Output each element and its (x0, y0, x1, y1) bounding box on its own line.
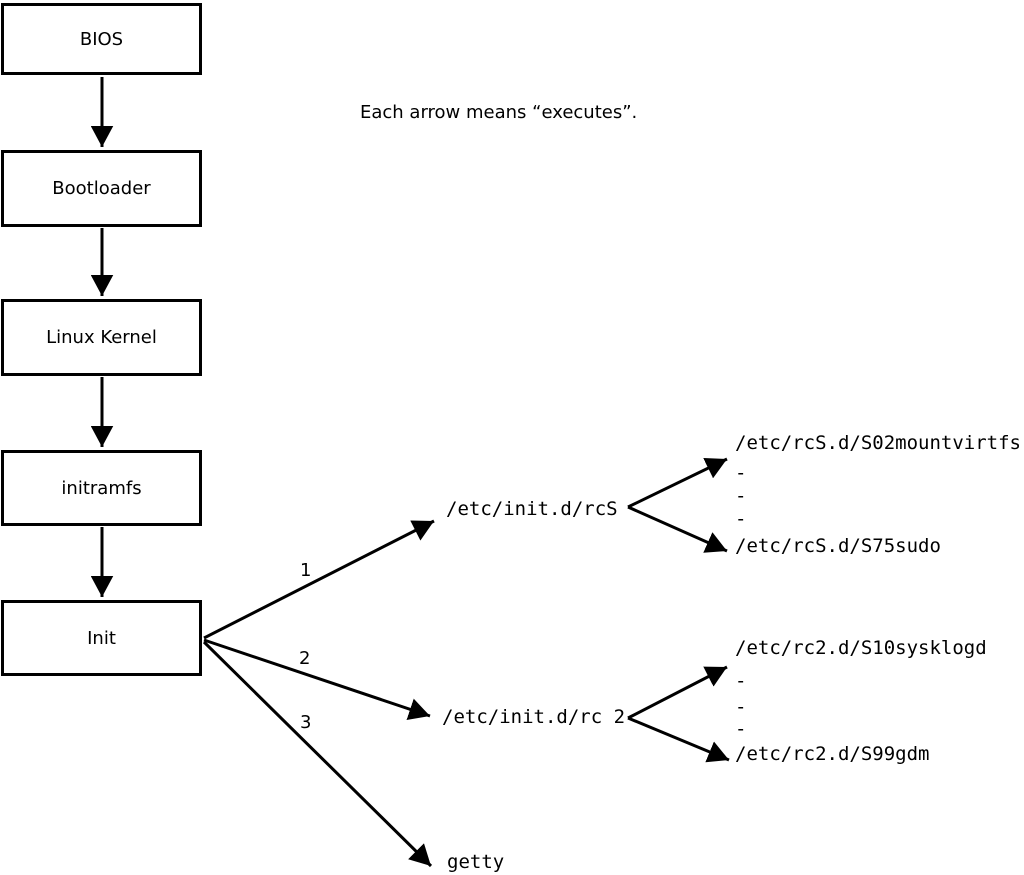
box-init: Init (1, 600, 202, 676)
rc2-child-s10sysklogd: /etc/rc2.d/S10sysklogd (735, 637, 987, 659)
box-bios-label: BIOS (79, 28, 124, 50)
note-text: Each arrow means “executes”. (360, 102, 638, 123)
target-getty-label: getty (447, 851, 505, 873)
arrow-number-2: 2 (299, 648, 311, 669)
box-init-label: Init (87, 627, 116, 649)
box-linux-kernel: Linux Kernel (1, 299, 202, 376)
rc2-child-ellipsis-dash: - (735, 696, 747, 718)
rcs-child-s75sudo: /etc/rcS.d/S75sudo (735, 535, 941, 557)
arrow-number-1: 1 (300, 560, 312, 581)
rcs-child-ellipsis-dash: - (735, 485, 747, 507)
box-bootloader: Bootloader (1, 150, 202, 227)
box-bios: BIOS (1, 3, 202, 75)
rcs-child-ellipsis-dash: - (735, 508, 747, 530)
target-rc2-label: /etc/init.d/rc 2 (442, 706, 626, 728)
arrow-init-to-getty (202, 640, 433, 868)
rc2-child-ellipsis-dash: - (735, 718, 747, 740)
arrow-rcs-to-s75sudo (627, 505, 728, 553)
rcs-child-s02mountvirtfs: /etc/rcS.d/S02mountvirtfs (735, 432, 1021, 454)
box-initramfs: initramfs (1, 450, 202, 526)
arrow-number-3: 3 (300, 712, 312, 733)
arrow-rcs-to-s02mountvirtfs (627, 457, 728, 509)
rc2-child-ellipsis-dash: - (735, 670, 747, 692)
box-initramfs-label: initramfs (61, 477, 142, 499)
box-bootloader-label: Bootloader (52, 178, 151, 199)
target-rcs-label: /etc/init.d/rcS (446, 498, 618, 520)
arrow-rc2-to-s10sysklogd (627, 665, 728, 720)
box-linux-kernel-label: Linux Kernel (46, 327, 157, 348)
rc2-child-s99gdm: /etc/rc2.d/S99gdm (735, 743, 930, 765)
arrow-init-to-rc2 (203, 638, 431, 720)
arrow-rc2-to-s99gdm (627, 716, 730, 763)
arrow-init-to-rcs (203, 519, 435, 640)
rcs-child-ellipsis-dash: - (735, 462, 747, 484)
